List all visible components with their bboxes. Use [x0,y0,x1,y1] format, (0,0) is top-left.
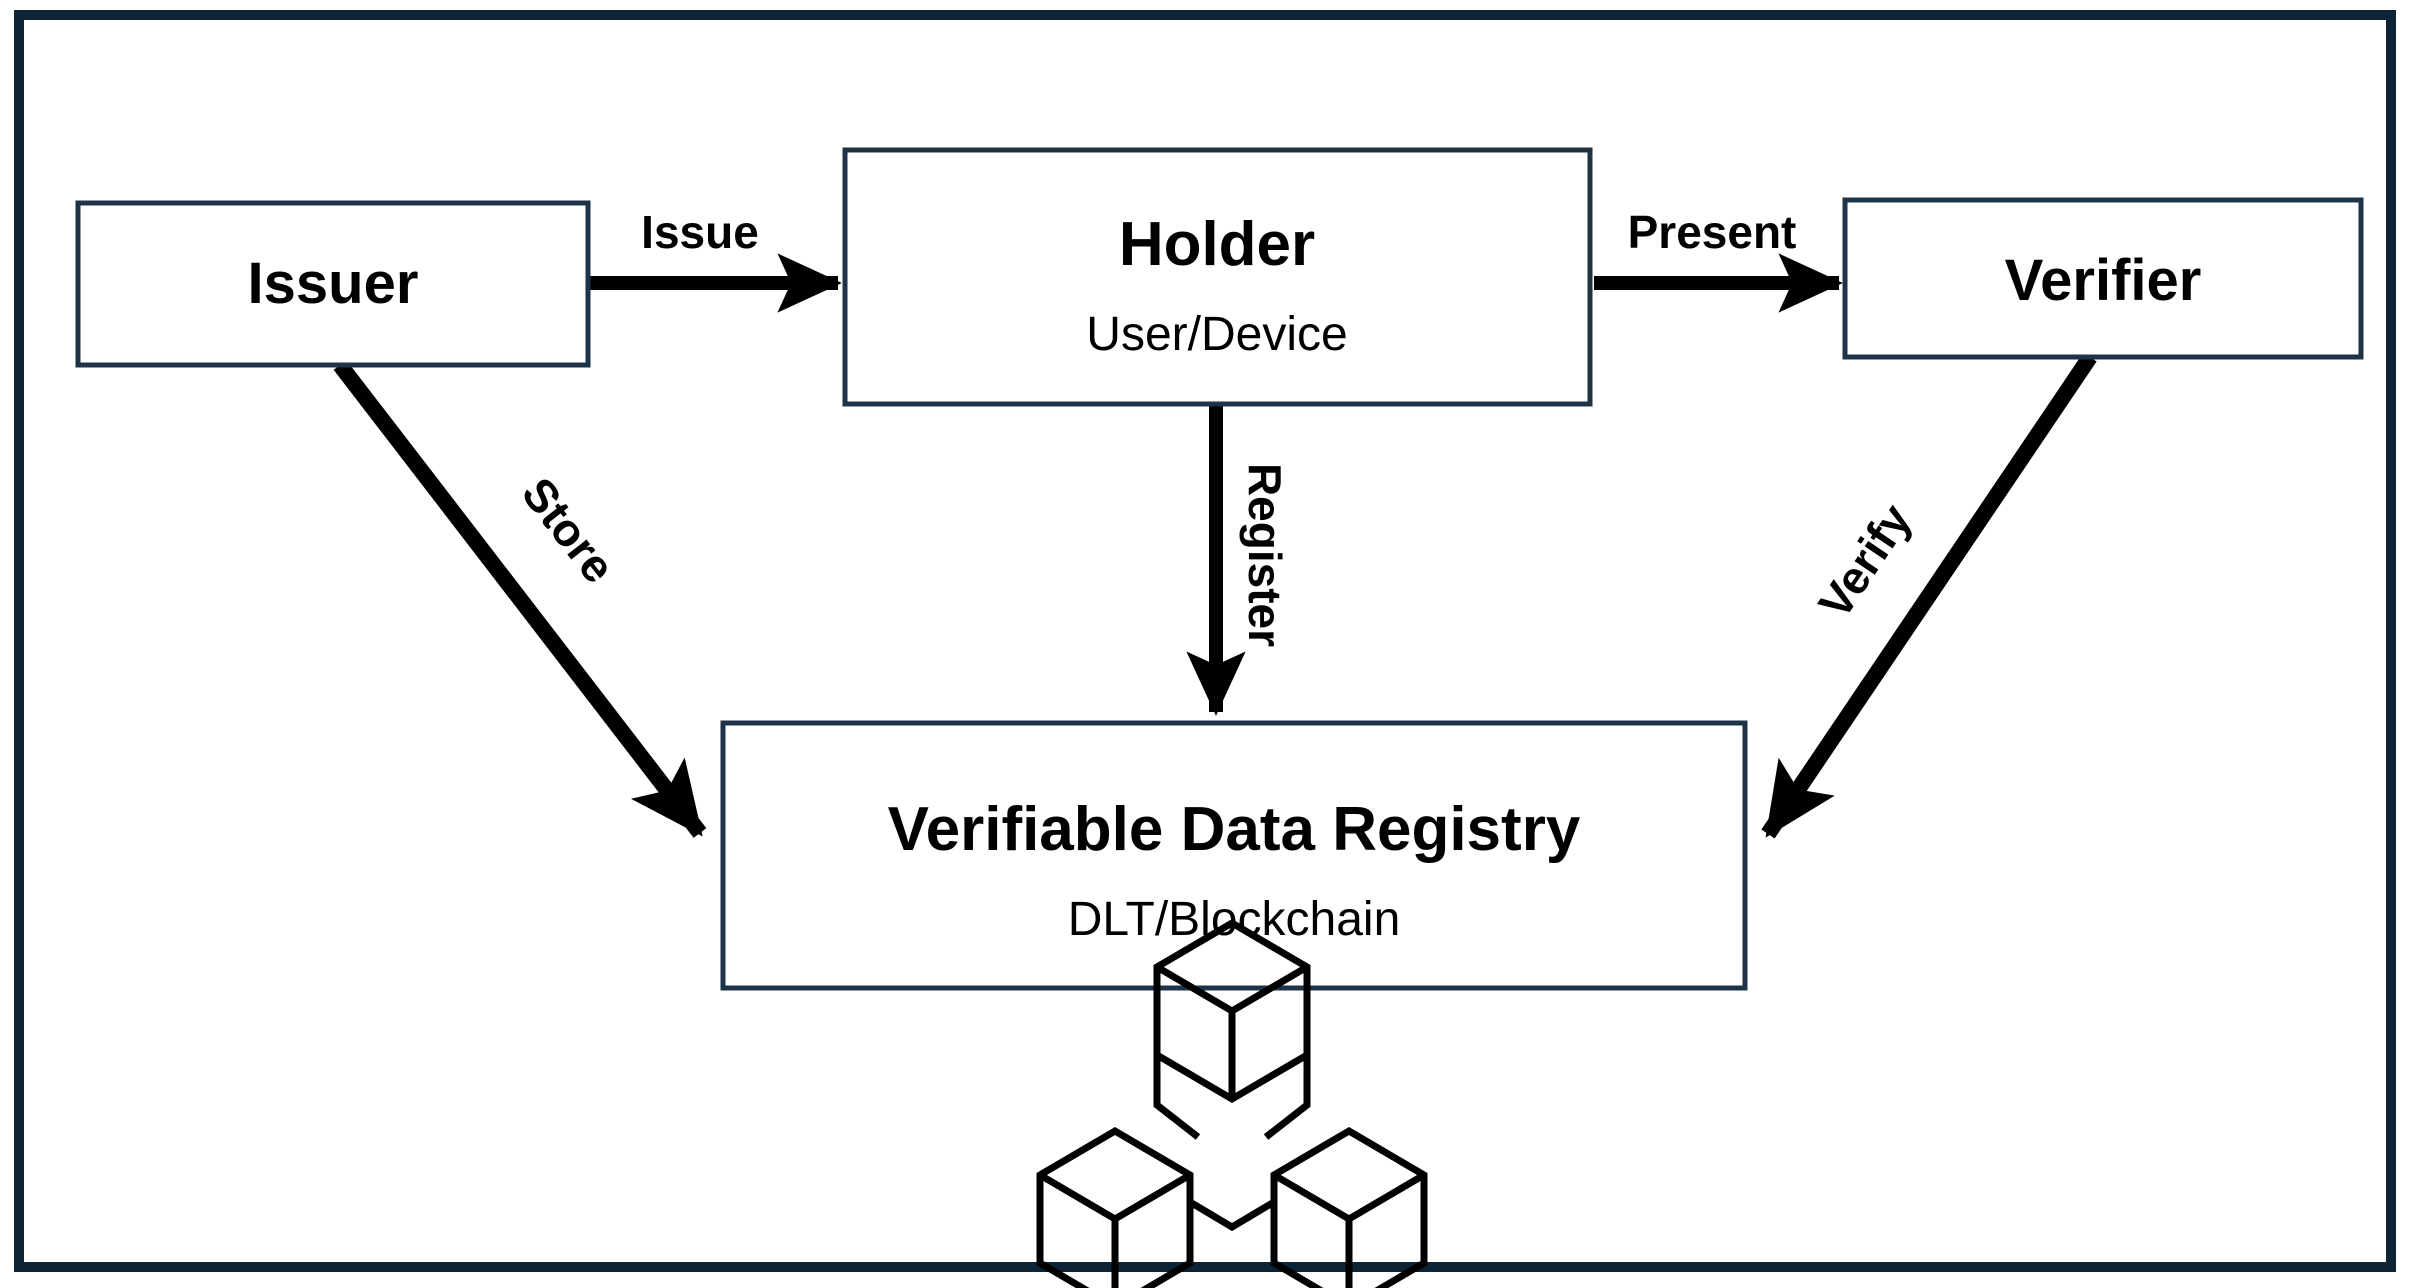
edge-present-label: Present [1628,206,1797,258]
node-vdr-subtitle: DLT/Blockchain [1068,893,1401,946]
node-verifier-title: Verifier [2005,248,2202,313]
edge-store-line [333,360,707,838]
node-issuer-box[interactable] [75,200,591,368]
edge-present: Present [1594,206,1843,313]
node-verifiable-data-registry[interactable]: Verifiable Data Registry DLT/Blockchain [720,720,1748,991]
node-holder-subtitle: User/Device [1086,308,1347,361]
node-holder-box[interactable] [842,147,1593,407]
blockchain-cube-left [1036,1126,1194,1288]
node-vdr-box[interactable] [720,720,1748,991]
blockchain-cube-top [1153,918,1311,1104]
blockchain-icon [1036,918,1428,1288]
node-verifier[interactable]: Verifier [1842,197,2364,360]
node-holder-title: Holder [1119,210,1315,279]
edge-register-label: Register [1239,463,1291,647]
blockchain-link-bottom [1188,1198,1276,1232]
node-verifier-box[interactable] [1842,197,2364,360]
node-issuer-title: Issuer [248,251,419,316]
blockchain-cube-right [1270,1126,1428,1288]
node-vdr-title: Verifiable Data Registry [888,795,1581,864]
edge-verify-line [1761,352,2097,839]
edge-register: Register [1186,404,1291,716]
edge-issue: Issue [590,206,842,313]
node-holder[interactable]: Holder User/Device [842,147,1593,407]
edge-issue-label: Issue [641,206,759,258]
node-issuer[interactable]: Issuer [75,200,591,368]
